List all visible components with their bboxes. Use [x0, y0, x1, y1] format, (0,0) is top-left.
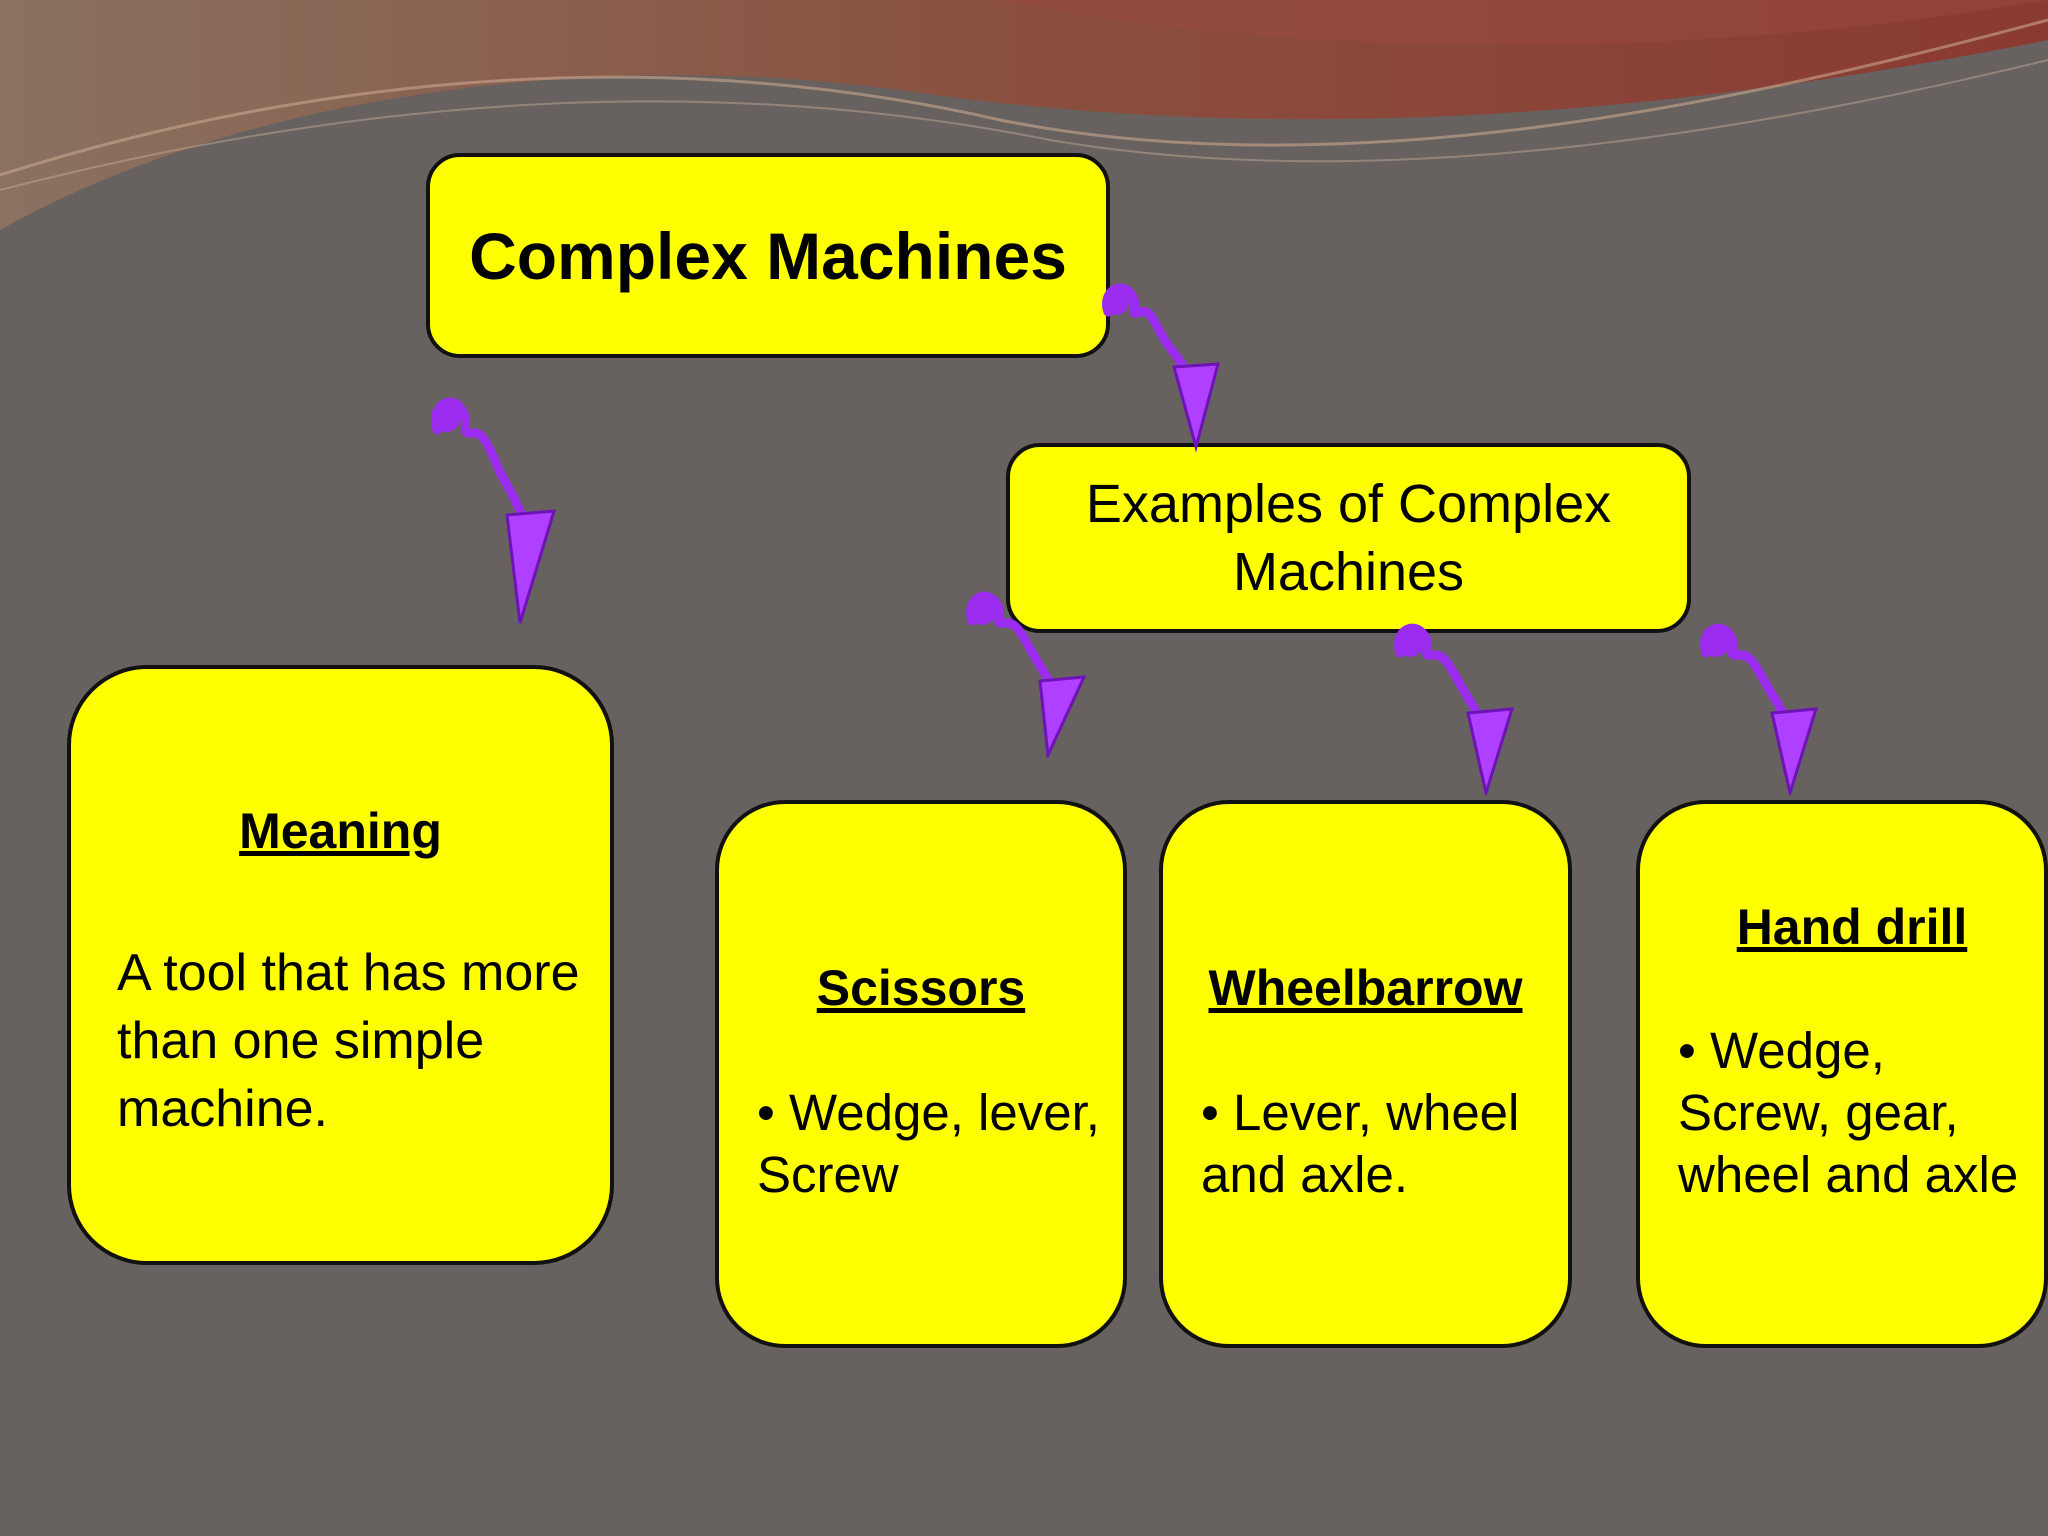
title-box: Complex Machines: [426, 153, 1110, 358]
arrow-examples-to-wheelbarrow: [1394, 623, 1515, 795]
hand-drill-card: Hand drill • Wedge, Screw, gear, wheel a…: [1636, 800, 2048, 1348]
meaning-text: A tool that has more than one simple mac…: [117, 944, 580, 1138]
arrow-examples-to-hand-drill: [1700, 623, 1819, 795]
meaning-box: Meaning A tool that has more than one si…: [67, 665, 614, 1265]
meaning-heading: Meaning: [239, 803, 442, 859]
wheelbarrow-heading: Wheelbarrow: [1208, 960, 1523, 1016]
arrow-title-to-examples: [1102, 283, 1220, 452]
page-title: Complex Machines: [469, 218, 1067, 293]
wheelbarrow-card: Wheelbarrow • Lever, wheel and axle.: [1159, 800, 1572, 1348]
arrow-title-to-meaning: [431, 397, 557, 624]
background-wave: [0, 0, 2048, 230]
arrow-examples-to-scissors: [966, 591, 1087, 758]
scissors-heading: Scissors: [816, 960, 1026, 1016]
scissors-card: Scissors • Wedge, lever, Screw: [715, 800, 1127, 1348]
examples-heading: Examples of Complex Machines: [1085, 474, 1612, 602]
examples-box: Examples of Complex Machines: [1006, 443, 1691, 633]
hand-drill-text: • Wedge, Screw, gear, wheel and axle: [1678, 1022, 2019, 1203]
wheelbarrow-text: • Lever, wheel and axle.: [1201, 1084, 1520, 1203]
hand-drill-heading: Hand drill: [1736, 899, 1968, 955]
scissors-text: • Wedge, lever, Screw: [757, 1084, 1100, 1203]
